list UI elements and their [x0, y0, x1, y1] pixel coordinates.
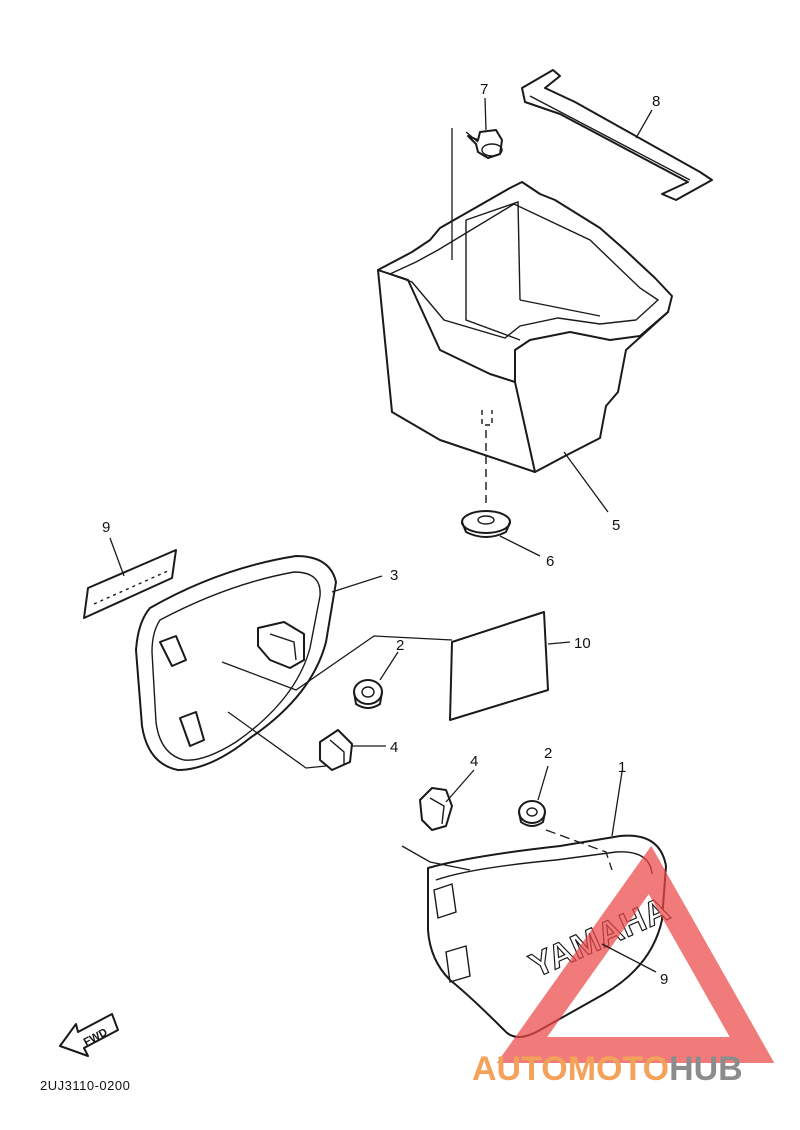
- callout-2-left: 2: [396, 637, 404, 654]
- grommet-left: [353, 679, 383, 709]
- callout-2-right: 2: [544, 745, 552, 762]
- callout-10: 10: [574, 635, 591, 652]
- callout-9-lower: 9: [660, 971, 668, 988]
- callout-6: 6: [546, 553, 554, 570]
- callout-8: 8: [652, 93, 660, 110]
- fwd-label: FWD: [82, 1026, 110, 1048]
- callout-4-left: 4: [390, 739, 398, 756]
- callout-5: 5: [612, 517, 620, 534]
- decal-strip: [83, 549, 177, 619]
- leader-lines: [109, 97, 657, 973]
- diagram-code: 2UJ3110-0200: [40, 1078, 130, 1093]
- side-cover-right: [427, 834, 667, 1038]
- grommet-right: [518, 800, 546, 827]
- callout-4-right: 4: [470, 753, 478, 770]
- fwd-arrow: FWD: [59, 1013, 119, 1057]
- watermark-automoto: AUTOMOTO: [472, 1050, 669, 1088]
- plate: [449, 611, 549, 721]
- damper: [461, 510, 511, 538]
- watermark-triangle: [496, 845, 775, 1063]
- watermark-hub: HUB: [669, 1050, 743, 1088]
- battery-box: [377, 181, 673, 505]
- bolt: [465, 129, 503, 159]
- callout-1: 1: [618, 759, 626, 776]
- clip-left: [319, 729, 353, 771]
- side-cover-left: [135, 555, 337, 771]
- callout-9-upper: 9: [102, 519, 110, 536]
- clip-right: [419, 787, 453, 831]
- callout-3: 3: [390, 567, 398, 584]
- callout-7: 7: [480, 81, 488, 98]
- svg-text:AUTOMOTOHUB: AUTOMOTOHUB: [472, 1050, 743, 1088]
- battery-band: [521, 69, 713, 201]
